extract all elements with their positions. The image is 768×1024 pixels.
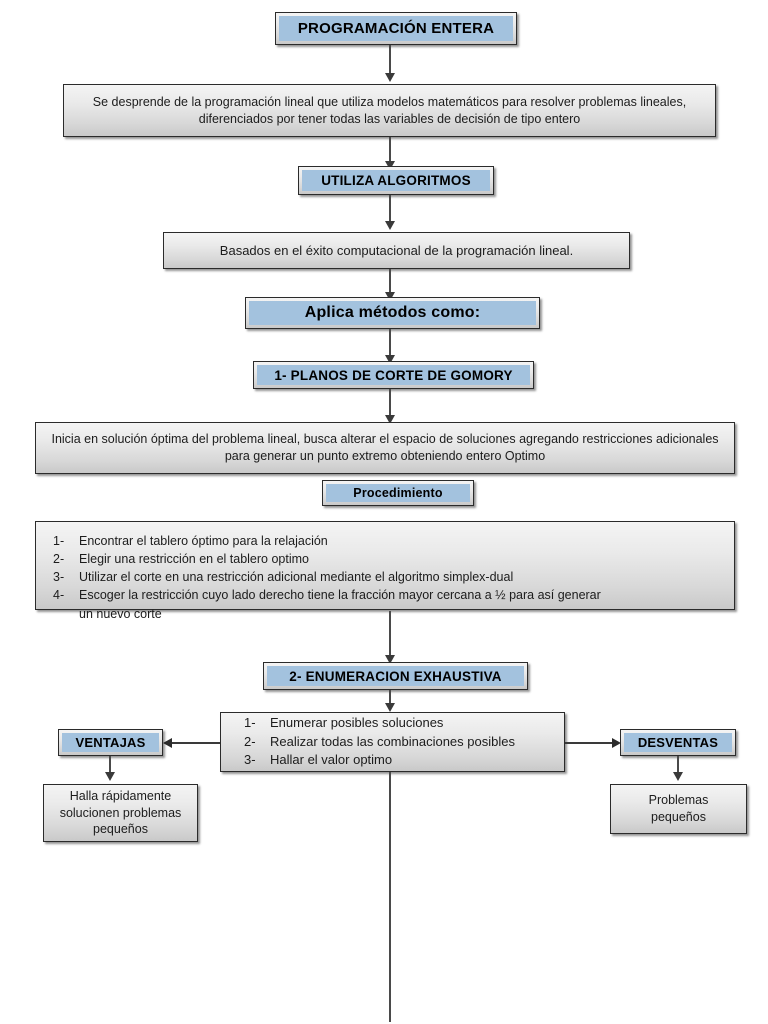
connector-enumeracion-to-pasos — [389, 690, 391, 706]
node-desventas-descripcion-text: Problemas pequeños — [648, 793, 709, 824]
node-enumeracion-exhaustiva-title: 2- ENUMERACION EXHAUSTIVA — [267, 666, 524, 686]
list-item-text: Enumerar posibles soluciones — [270, 714, 444, 730]
list-item: 2- Realizar todas las combinaciones posi… — [244, 733, 551, 752]
node-definicion[interactable]: Se desprende de la programación lineal q… — [63, 84, 716, 137]
arrowhead-desventas-to-detail — [673, 772, 683, 781]
arrowhead-definition-to-algoritmos — [385, 161, 395, 170]
connector-basados-to-metodos — [389, 269, 391, 295]
list-item-text: Escoger la restricción cuyo lado derecho… — [79, 588, 601, 603]
node-definicion-text: Se desprende de la programación lineal q… — [92, 94, 687, 126]
node-gomory-descripcion-text: Inicia en solución óptima del problema l… — [51, 432, 719, 463]
list-item-number: 3- — [53, 570, 65, 585]
connector-ventajas-to-detail — [109, 756, 111, 774]
node-ventajas[interactable]: VENTAJAS — [58, 729, 163, 756]
list-item-continuation: un nuevo corte — [79, 606, 162, 621]
arrowhead-metodos-to-gomory — [385, 355, 395, 364]
arrowhead-algoritmos-to-basados — [385, 221, 395, 230]
node-utiliza-algoritmos-title: UTILIZA ALGORITMOS — [302, 170, 490, 191]
list-item: 3- Utilizar el corte en una restricción … — [53, 568, 717, 586]
list-item-text: Utilizar el corte en una restricción adi… — [79, 570, 514, 585]
node-ventajas-descripcion-text: Halla rápidamente solucionen problemas p… — [59, 788, 182, 837]
node-desventas[interactable]: DESVENTAS — [620, 729, 736, 756]
arrowhead-enumeracion-to-ventajas — [163, 738, 172, 748]
list-item: 3- Hallar el valor optimo — [244, 751, 551, 770]
connector-enumeracion-to-desventas — [565, 742, 613, 744]
connector-enumeracion-trailing-line — [389, 772, 391, 1022]
connector-root-to-definition — [389, 45, 391, 75]
list-item: 1- Encontrar el tablero óptimo para la r… — [53, 532, 717, 550]
node-planos-corte-gomory[interactable]: 1- PLANOS DE CORTE DE GOMORY — [253, 361, 534, 389]
arrowhead-ventajas-to-detail — [105, 772, 115, 781]
node-enumeracion-pasos[interactable]: 1- Enumerar posibles soluciones 2- Reali… — [220, 712, 565, 772]
connector-procedimiento-to-enumeracion — [389, 611, 391, 658]
connector-desventas-to-detail — [677, 756, 679, 774]
node-procedimiento-pasos[interactable]: 1- Encontrar el tablero óptimo para la r… — [35, 521, 735, 621]
node-procedimiento[interactable]: Procedimiento — [322, 480, 474, 506]
node-utiliza-algoritmos[interactable]: UTILIZA ALGORITMOS — [298, 166, 494, 195]
procedimiento-lista: 1- Encontrar el tablero óptimo para la r… — [39, 525, 731, 630]
list-item-number: 4- — [53, 588, 65, 603]
node-procedimiento-title: Procedimiento — [326, 484, 470, 502]
node-desventas-descripcion[interactable]: Problemas pequeños — [610, 784, 747, 834]
node-programacion-entera-title: PROGRAMACIÓN ENTERA — [279, 16, 513, 41]
list-item-text: Encontrar el tablero óptimo para la rela… — [79, 534, 328, 548]
list-item: 4- Escoger la restricción cuyo lado dere… — [53, 586, 717, 604]
arrowhead-enumeracion-to-desventas — [612, 738, 621, 748]
node-programacion-entera[interactable]: PROGRAMACIÓN ENTERA — [275, 12, 517, 45]
list-item-number: 1- — [53, 534, 65, 548]
node-ventajas-descripcion[interactable]: Halla rápidamente solucionen problemas p… — [43, 784, 198, 842]
node-aplica-metodos[interactable]: Aplica métodos como: — [245, 297, 540, 329]
list-item: 2- Elegir una restricción en el tablero … — [53, 550, 717, 568]
list-item-number: 1- — [244, 714, 256, 730]
node-planos-corte-gomory-title: 1- PLANOS DE CORTE DE GOMORY — [257, 365, 530, 385]
node-desventas-title: DESVENTAS — [624, 733, 732, 752]
node-basados-exito[interactable]: Basados en el éxito computacional de la … — [163, 232, 630, 269]
node-enumeracion-exhaustiva[interactable]: 2- ENUMERACION EXHAUSTIVA — [263, 662, 528, 690]
arrowhead-procedimiento-to-enumeracion — [385, 655, 395, 664]
list-item: 1- Enumerar posibles soluciones — [244, 714, 551, 733]
connector-metodos-to-gomory — [389, 329, 391, 358]
list-item-text: Realizar todas las combinaciones posible… — [270, 733, 515, 749]
node-ventajas-title: VENTAJAS — [62, 733, 159, 752]
arrowhead-root-to-definition — [385, 73, 395, 82]
connector-gomory-to-detail — [389, 389, 391, 417]
list-item-text: Hallar el valor optimo — [270, 752, 393, 768]
arrowhead-gomory-to-detail — [385, 415, 395, 424]
list-item-number: 3- — [244, 752, 256, 768]
node-basados-exito-text: Basados en el éxito computacional de la … — [219, 242, 574, 258]
list-item-number: 2- — [244, 733, 256, 749]
node-gomory-descripcion[interactable]: Inicia en solución óptima del problema l… — [35, 422, 735, 474]
connector-enumeracion-to-ventajas — [172, 742, 220, 744]
node-aplica-metodos-title: Aplica métodos como: — [249, 301, 536, 325]
list-item-number: 2- — [53, 552, 65, 567]
connector-algoritmos-to-basados — [389, 195, 391, 223]
list-item-text: Elegir una restricción en el tablero opt… — [79, 552, 309, 567]
arrowhead-basados-to-metodos — [385, 292, 395, 301]
enumeracion-lista: 1- Enumerar posibles soluciones 2- Reali… — [224, 710, 561, 775]
arrowhead-enumeracion-to-pasos — [385, 703, 395, 712]
connector-definition-to-algoritmos — [389, 137, 391, 163]
